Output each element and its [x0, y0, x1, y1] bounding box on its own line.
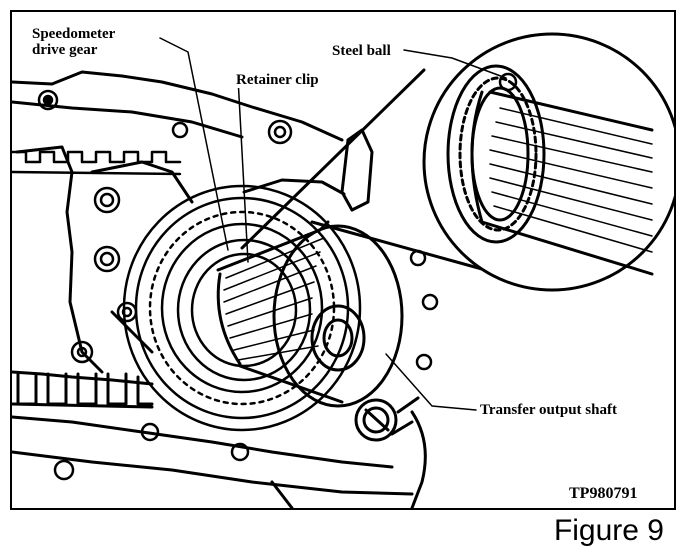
steel-ball-label: Steel ball	[330, 43, 393, 59]
retaining-bolt	[354, 396, 420, 442]
bracket	[242, 128, 374, 212]
gear-teeth-lower	[12, 372, 154, 409]
speedometer-label-line2: drive gear	[32, 42, 98, 58]
bolt-holes	[37, 89, 439, 481]
speedometer-drive-gear-label: Speedometer drive gear	[32, 26, 115, 58]
leader-lines	[159, 37, 507, 411]
figure-caption: Figure 9	[553, 514, 664, 547]
retainer-clip-label: Retainer clip	[234, 72, 321, 88]
figure-illustration: Speedometer drive gear Retainer clip Ste…	[10, 10, 676, 510]
transfer-output-shaft	[216, 220, 404, 408]
gear-teeth-upper	[12, 150, 182, 176]
transmission-drawing	[12, 32, 674, 508]
transfer-output-shaft-label: Transfer output shaft	[478, 402, 619, 418]
drawing-code: TP980791	[569, 485, 638, 502]
speedometer-label-line1: Speedometer	[32, 26, 116, 42]
magnified-inset	[240, 32, 674, 292]
transmission-housing	[12, 70, 427, 508]
